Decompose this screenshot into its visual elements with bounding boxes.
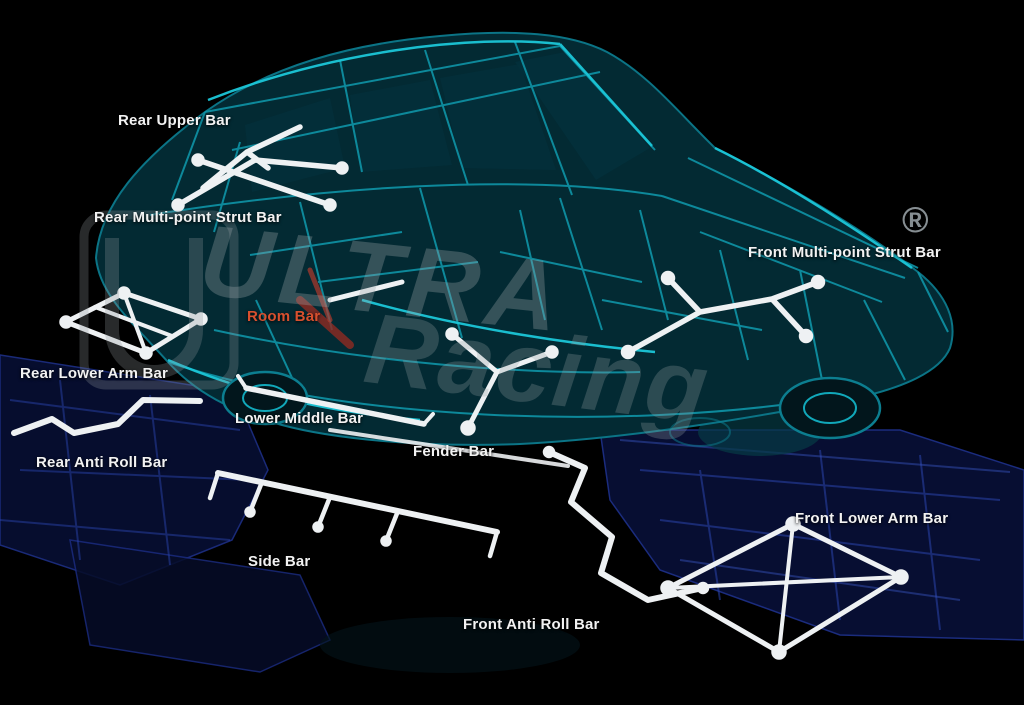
side-bar-part [207,470,500,559]
brand-monogram-watermark [79,210,239,390]
label-fender-bar: Fender Bar [413,443,495,460]
lower-middle-bar-part [236,374,570,468]
car-wireframe [94,31,954,447]
car-glass [245,52,650,192]
front-lower-arm-bar-part [660,516,909,660]
room-accent [296,267,354,349]
label-rear-upper-bar: Rear Upper Bar [118,112,231,129]
label-room-bar: Room Bar [247,308,321,325]
label-rear-multi-point-strut-bar: Rear Multi-point Strut Bar [94,209,282,226]
room-bar-part [327,279,405,303]
label-rear-lower-arm-bar: Rear Lower Arm Bar [20,365,169,382]
strut-bars [11,124,909,660]
fender-bar-part [445,327,559,436]
rear-multi-point-strut-bar-part [171,153,349,212]
label-front-anti-roll-bar: Front Anti Roll Bar [463,616,600,633]
label-lower-middle-bar: Lower Middle Bar [235,410,364,427]
label-rear-anti-roll-bar: Rear Anti Roll Bar [36,454,168,471]
label-side-bar: Side Bar [248,553,311,570]
car-cage-lines [149,41,949,418]
rear-lower-arm-bar-part [59,286,208,360]
car-highlight-lines [167,40,913,422]
label-front-multi-point-strut-bar: Front Multi-point Strut Bar [748,244,941,261]
label-front-lower-arm-bar: Front Lower Arm Bar [795,510,949,527]
front-multi-point-strut-bar-part [620,270,826,360]
rear-anti-roll-bar-part [11,397,203,436]
